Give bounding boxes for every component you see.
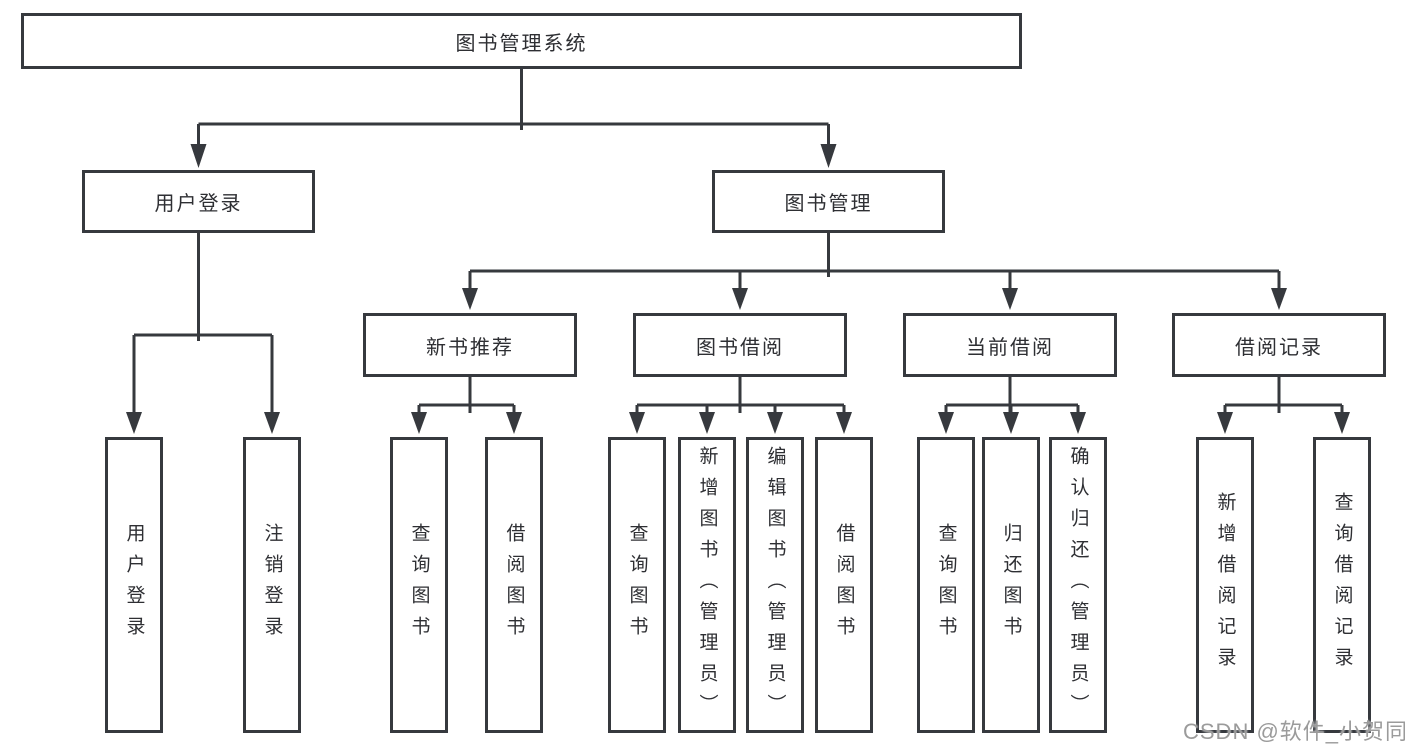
leaf-nbr-borrow-books-label: 借阅图书 — [503, 523, 525, 647]
node-current-borrow: 当前借阅 — [903, 313, 1117, 377]
leaf-user-login: 用户登录 — [105, 437, 163, 733]
node-user-login-label: 用户登录 — [154, 193, 243, 215]
leaf-cb-return-books-label: 归还图书 — [1000, 523, 1022, 647]
leaf-br-query-record: 查询借阅记录 — [1313, 437, 1371, 733]
leaf-bb-edit-books-admin: 编辑图书（管理员） — [746, 437, 804, 733]
node-book-borrow-label: 图书借阅 — [696, 336, 784, 359]
node-book-management-label: 图书管理 — [784, 193, 873, 215]
leaf-user-login-label: 用户登录 — [123, 523, 145, 647]
leaf-bb-borrow-books-label: 借阅图书 — [833, 523, 855, 647]
leaf-bb-add-books-admin: 新增图书（管理员） — [678, 437, 736, 733]
connector-root-to-level2 — [190, 69, 837, 168]
connector-current-borrow-children — [938, 377, 1086, 434]
connector-book-borrow-children — [629, 377, 852, 434]
connector-borrow-records-children — [1217, 377, 1350, 434]
node-new-book-recommend-label: 新书推荐 — [426, 336, 514, 359]
leaf-br-query-record-label: 查询借阅记录 — [1331, 492, 1353, 678]
node-current-borrow-label: 当前借阅 — [966, 336, 1054, 359]
leaf-br-add-record-label: 新增借阅记录 — [1214, 492, 1236, 678]
leaf-bb-edit-books-admin-label: 编辑图书（管理员） — [764, 445, 786, 725]
leaf-cb-confirm-return-admin-label: 确认归还（管理员） — [1067, 445, 1089, 725]
leaf-bb-add-books-admin-label: 新增图书（管理员） — [696, 445, 718, 725]
node-borrow-records-label: 借阅记录 — [1235, 336, 1323, 359]
leaf-nbr-query-books-label: 查询图书 — [408, 523, 430, 647]
connector-user-login-children — [126, 233, 280, 434]
leaf-cb-query-books-label: 查询图书 — [935, 523, 957, 647]
leaf-logout-label: 注销登录 — [261, 523, 283, 647]
connector-book-management-children — [462, 233, 1287, 310]
node-borrow-records: 借阅记录 — [1172, 313, 1386, 377]
leaf-bb-borrow-books: 借阅图书 — [815, 437, 873, 733]
leaf-cb-return-books: 归还图书 — [982, 437, 1040, 733]
leaf-bb-query-books-label: 查询图书 — [626, 523, 648, 647]
node-new-book-recommend: 新书推荐 — [363, 313, 577, 377]
leaf-cb-confirm-return-admin: 确认归还（管理员） — [1049, 437, 1107, 733]
node-root: 图书管理系统 — [21, 13, 1022, 69]
node-user-login: 用户登录 — [82, 170, 315, 233]
watermark: CSDN @软件_小贺同学 — [1183, 719, 1405, 744]
leaf-logout: 注销登录 — [243, 437, 301, 733]
node-book-borrow: 图书借阅 — [633, 313, 847, 377]
leaf-bb-query-books: 查询图书 — [608, 437, 666, 733]
leaf-cb-query-books: 查询图书 — [917, 437, 975, 733]
leaf-nbr-query-books: 查询图书 — [390, 437, 448, 733]
connector-new-book-recommend-children — [411, 377, 522, 434]
node-book-management: 图书管理 — [712, 170, 945, 233]
leaf-br-add-record: 新增借阅记录 — [1196, 437, 1254, 733]
leaf-nbr-borrow-books: 借阅图书 — [485, 437, 543, 733]
node-root-label: 图书管理系统 — [455, 32, 588, 55]
